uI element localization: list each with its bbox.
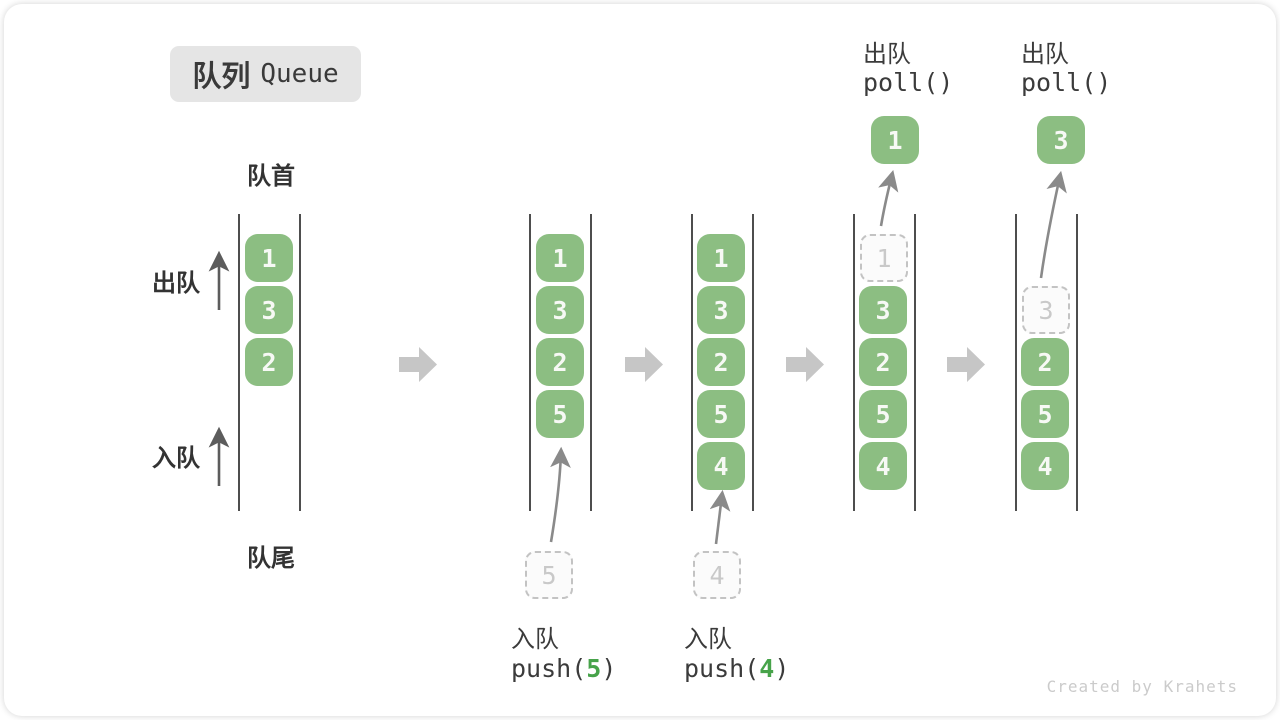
queue-item: 4	[697, 442, 745, 490]
dequeue-side-label: 出队	[152, 270, 200, 297]
queue-item: 3	[859, 286, 907, 334]
enqueue-side-label: 入队	[152, 445, 200, 472]
queue-item: 5	[1021, 390, 1069, 438]
queue-item: 5	[536, 390, 584, 438]
queue-wall-left	[691, 214, 693, 511]
state-transition-arrow-icon	[786, 347, 824, 382]
queue-item: 2	[245, 338, 293, 386]
queue-rear-label: 队尾	[247, 545, 295, 572]
queue-item: 1	[697, 234, 745, 282]
state-transition-arrow-icon	[947, 347, 985, 382]
queue-item: 2	[859, 338, 907, 386]
queue-item: 5	[859, 390, 907, 438]
queue-item: 4	[1021, 442, 1069, 490]
queue-item: 3	[245, 286, 293, 334]
poll-3-arrow	[1039, 170, 1067, 279]
popped-value-box: 1	[871, 116, 919, 164]
queue-item: 2	[697, 338, 745, 386]
state-transition-arrow-icon	[399, 347, 437, 382]
incoming-value-box: 5	[525, 551, 573, 599]
title-en: Queue	[260, 59, 339, 89]
push-arg: 5	[586, 654, 602, 683]
queue-item: 2	[1021, 338, 1069, 386]
poll-code: poll()	[1021, 68, 1112, 97]
queue-item: 2	[536, 338, 584, 386]
push-5-arrow	[549, 446, 571, 543]
enqueue-op-label: 入队	[684, 626, 732, 653]
queue-wall-left	[853, 214, 855, 511]
dequeue-op-label: 出队	[1021, 41, 1069, 68]
queue-item: 1	[245, 234, 293, 282]
poll-code: poll()	[863, 68, 954, 97]
polled-ghost-box: 3	[1022, 286, 1070, 334]
queue-wall-left	[238, 214, 240, 511]
enqueue-op-label: 入队	[511, 626, 559, 653]
queue-item: 5	[697, 390, 745, 438]
queue-wall-left	[1015, 214, 1017, 511]
push-4-code: push(4)	[684, 654, 790, 683]
title-zh: 队列	[192, 61, 251, 93]
queue-wall-left	[529, 214, 531, 511]
watermark: Created by Krahets	[1046, 677, 1238, 696]
push-4-arrow	[709, 489, 731, 545]
title-badge: 队列 Queue	[170, 46, 361, 102]
queue-item: 1	[536, 234, 584, 282]
queue-wall-right	[299, 214, 301, 511]
queue-diagram-card: 队列 Queue 队首 队尾 出队 入队 1 3 2 1 3 2 5 5 入队 …	[4, 4, 1276, 716]
queue-wall-right	[1076, 214, 1078, 511]
popped-value-box: 3	[1037, 116, 1085, 164]
queue-wall-right	[590, 214, 592, 511]
queue-item: 3	[697, 286, 745, 334]
push-5-code: push(5)	[511, 654, 617, 683]
queue-wall-right	[914, 214, 916, 511]
push-arg: 4	[759, 654, 775, 683]
queue-front-label: 队首	[247, 163, 295, 190]
incoming-value-box: 4	[693, 551, 741, 599]
queue-item: 3	[536, 286, 584, 334]
polled-ghost-box: 1	[860, 234, 908, 282]
dequeue-op-label: 出队	[863, 41, 911, 68]
queue-wall-right	[752, 214, 754, 511]
poll-1-arrow	[878, 169, 899, 227]
state-transition-arrow-icon	[625, 347, 663, 382]
queue-item: 4	[859, 442, 907, 490]
